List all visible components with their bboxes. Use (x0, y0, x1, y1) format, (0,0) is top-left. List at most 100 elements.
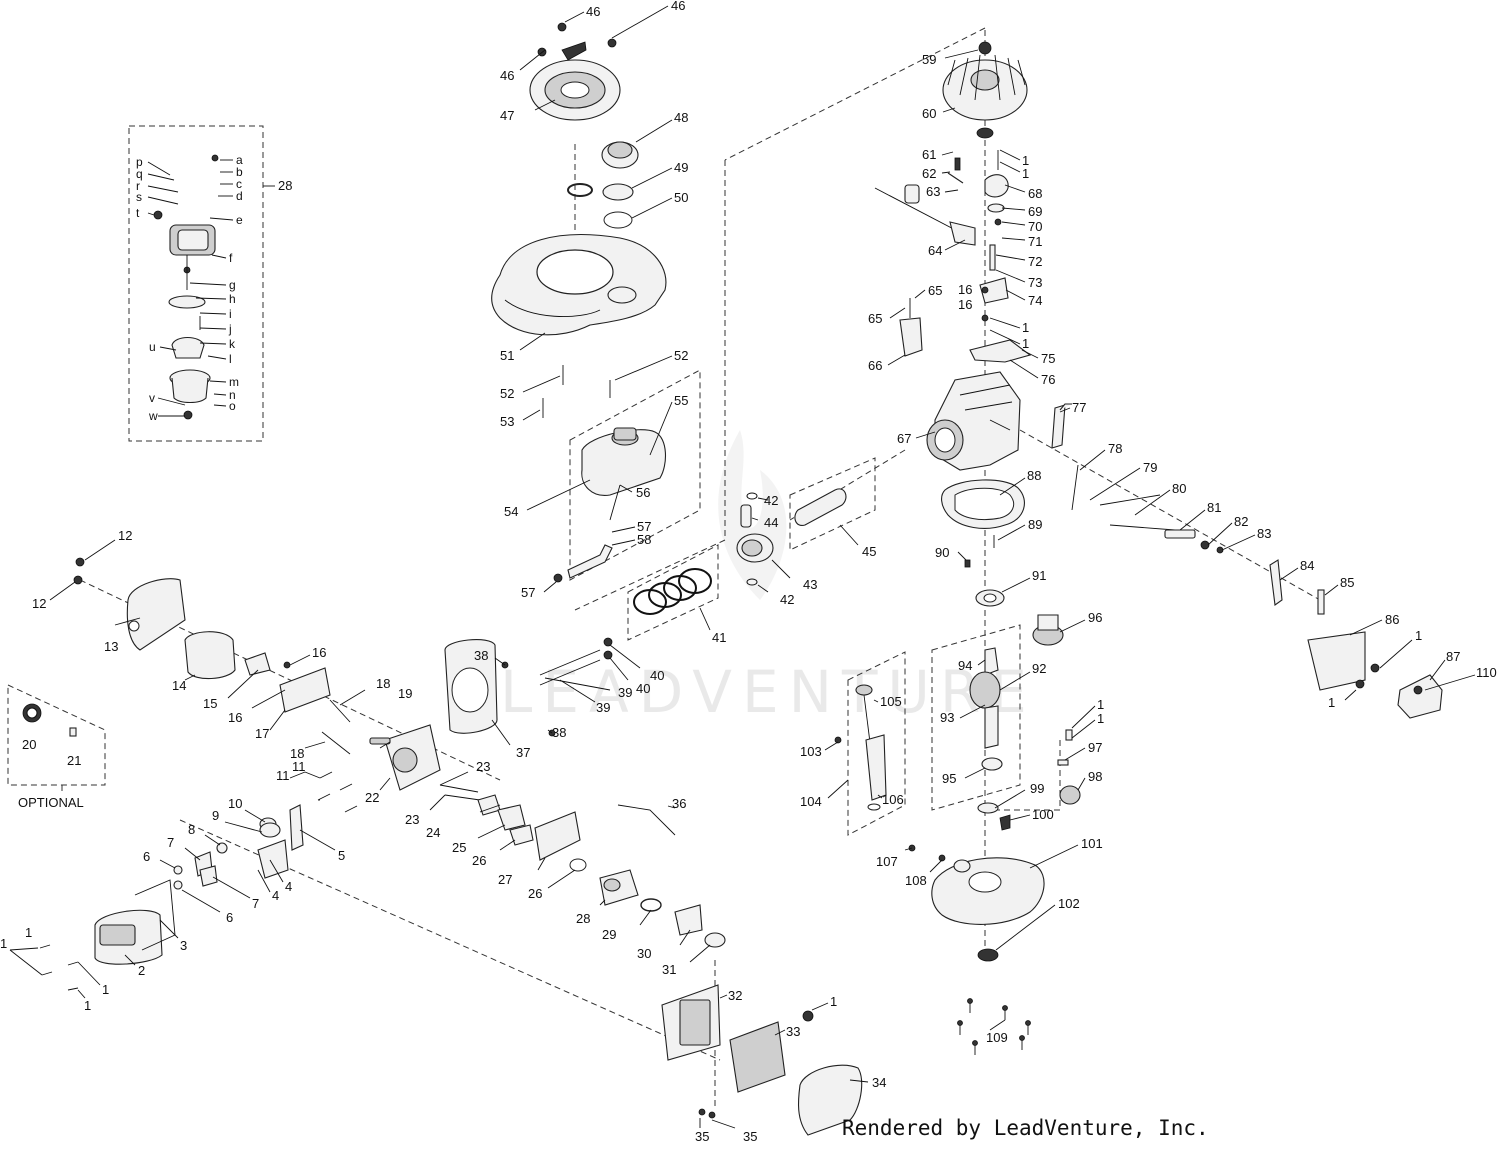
callout-58: 58 (637, 532, 651, 547)
callout-52: 52 (674, 348, 688, 363)
callout-47: 47 (500, 108, 514, 123)
callout-31: 31 (662, 962, 676, 977)
carb-callout-q: q (136, 167, 143, 181)
callout-76: 76 (1041, 372, 1055, 387)
callout-46b: 46 (671, 0, 685, 13)
carb-callout-k: k (229, 337, 236, 351)
ignition-governor-parts (874, 150, 1032, 363)
callout-8: 8 (188, 822, 195, 837)
callout-39: 39 (618, 685, 632, 700)
callout-69: 69 (1028, 204, 1042, 219)
callout-99: 99 (1030, 781, 1044, 796)
callout-17: 17 (255, 726, 269, 741)
callout-45: 45 (862, 544, 876, 559)
carb-callout-n: n (229, 388, 236, 402)
callout-1m: 1 (84, 998, 91, 1013)
callout-103: 103 (800, 744, 822, 759)
callout-22: 22 (365, 790, 379, 805)
callout-23b: 23 (405, 812, 419, 827)
connecting-rod (794, 488, 847, 527)
callout-4b: 4 (272, 888, 279, 903)
callout-1d: 1 (1022, 336, 1029, 351)
engine-block (899, 298, 1021, 471)
recoil-starter (529, 22, 639, 229)
callout-59: 59 (922, 52, 936, 67)
callout-28b: 28 (576, 911, 590, 926)
callout-32: 32 (728, 988, 742, 1003)
callout-30: 30 (637, 946, 651, 961)
connecting-rod-box (789, 457, 876, 551)
callout-40: 40 (650, 668, 664, 683)
callout-6b: 6 (226, 910, 233, 925)
callout-38: 38 (474, 648, 488, 663)
callout-57: 57 (637, 519, 651, 534)
callout-1l: 1 (102, 982, 109, 997)
callout-92: 92 (1032, 661, 1046, 676)
callout-42: 42 (764, 493, 778, 508)
carburetor-callouts: a b c d e f g h i j k l m n o p q r s t … (136, 153, 243, 423)
carb-callout-e: e (236, 213, 243, 227)
callout-80: 80 (1172, 481, 1186, 496)
callout-46c: 46 (500, 68, 514, 83)
callout-68: 68 (1028, 186, 1042, 201)
callout-82: 82 (1234, 514, 1248, 529)
callout-16b: 16 (228, 710, 242, 725)
callout-74: 74 (1028, 293, 1042, 308)
callout-18: 18 (376, 676, 390, 691)
callout-29: 29 (602, 927, 616, 942)
callout-49: 49 (674, 160, 688, 175)
callout-1b: 1 (1022, 166, 1029, 181)
carb-callout-o: o (229, 399, 236, 413)
carb-callout-b: b (236, 165, 243, 179)
callout-85: 85 (1340, 575, 1354, 590)
callout-110: 110 (1476, 665, 1497, 680)
callout-88: 88 (1027, 468, 1041, 483)
carb-callout-f: f (229, 251, 233, 265)
callout-62: 62 (922, 166, 936, 181)
callout-44: 44 (764, 515, 778, 530)
throttle-linkage (1051, 403, 1443, 719)
watermark: LEADVENTURE (500, 658, 1037, 726)
crankcase-cover (908, 729, 1081, 962)
callout-108: 108 (905, 873, 927, 888)
callout-1c: 1 (1022, 320, 1029, 335)
cover-bolts (957, 998, 1031, 1055)
blower-housing (491, 234, 667, 336)
carb-callout-s: s (136, 190, 142, 204)
callout-70: 70 (1028, 219, 1042, 234)
callout-97: 97 (1088, 740, 1102, 755)
callout-16c: 16 (958, 282, 972, 297)
callout-16d: 16 (958, 297, 972, 312)
optional-box (7, 684, 106, 786)
callout-105: 105 (880, 694, 902, 709)
callout-1i: 1 (830, 994, 837, 1009)
callout-19: 19 (398, 686, 412, 701)
callout-34: 34 (872, 1075, 886, 1090)
callout-60: 60 (922, 106, 936, 121)
air-cleaner-group (599, 804, 863, 1136)
callout-73: 73 (1028, 275, 1042, 290)
optional-label: OPTIONAL (18, 795, 84, 810)
flywheel (942, 41, 1028, 139)
piston (736, 492, 774, 586)
callout-51: 51 (500, 348, 514, 363)
callout-25: 25 (452, 840, 466, 855)
callout-78: 78 (1108, 441, 1122, 456)
callout-54: 54 (504, 504, 518, 519)
callout-10: 10 (228, 796, 242, 811)
fuel-tank (542, 365, 666, 583)
watermark-logo (718, 430, 787, 600)
callout-11b: 11 (292, 759, 306, 774)
callout-65b: 65 (868, 311, 882, 326)
callout-87: 87 (1446, 649, 1460, 664)
crankshaft-group (964, 535, 1064, 646)
fuel-tank-box (569, 369, 701, 581)
callout-26: 26 (472, 853, 486, 868)
callout-41: 41 (712, 630, 726, 645)
callout-6: 6 (143, 849, 150, 864)
piston-rings (633, 568, 712, 615)
callout-61: 61 (922, 147, 936, 162)
callout-16: 16 (312, 645, 326, 660)
callout-5: 5 (338, 848, 345, 863)
